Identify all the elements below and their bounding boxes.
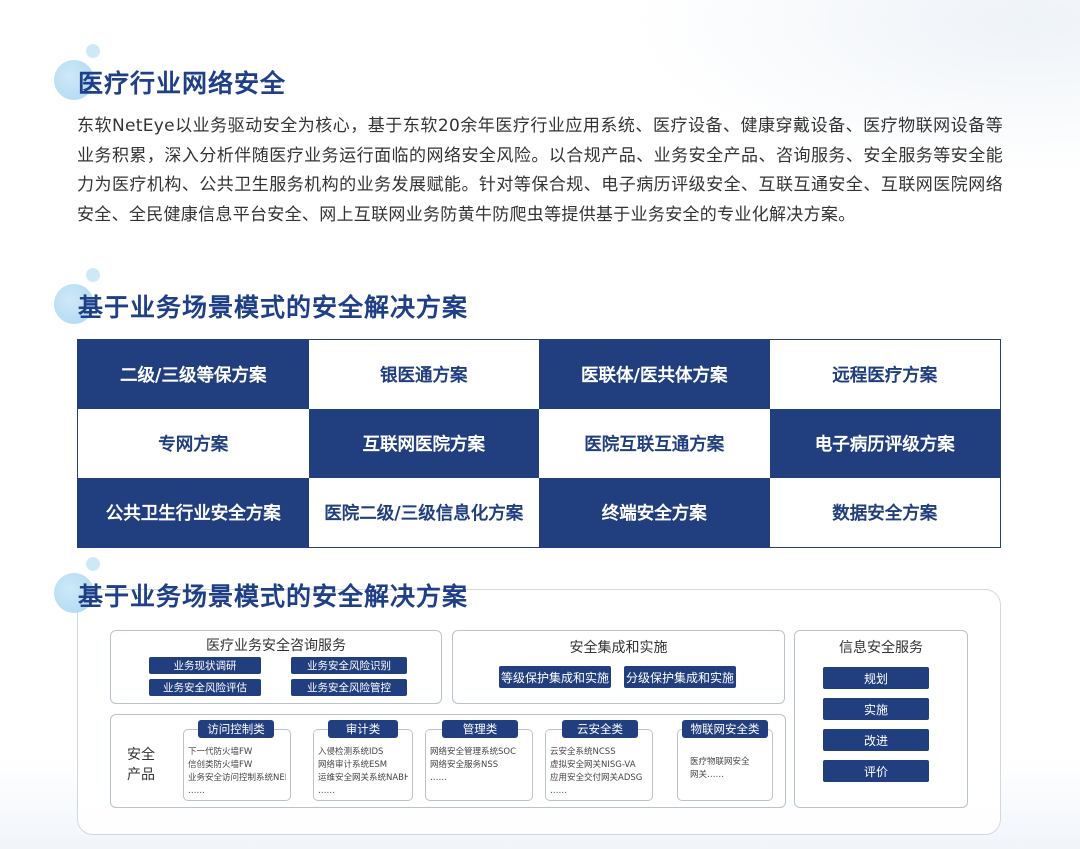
heading-bubble-small xyxy=(86,557,100,571)
solution-cell: 终端安全方案 xyxy=(539,478,770,547)
consulting-item: 业务安全风险识别 xyxy=(291,657,407,674)
background-decoration xyxy=(560,0,1080,200)
heading-bubble xyxy=(54,60,94,100)
intro-paragraph: 东软NetEye以业务驱动安全为核心，基于东软20余年医疗行业应用系统、医疗设备… xyxy=(77,116,1003,225)
solution-cell: 公共卫生行业安全方案 xyxy=(78,478,309,547)
info-service-item: 评价 xyxy=(823,760,929,782)
integration-title: 安全集成和实施 xyxy=(569,640,668,656)
solution-cell: 电子病历评级方案 xyxy=(769,409,1000,478)
product-group-tag: 访问控制类 xyxy=(198,720,274,738)
consulting-item: 业务安全风险评估 xyxy=(149,679,261,696)
heading-bubble xyxy=(54,284,94,324)
product-line: …… xyxy=(550,786,567,796)
section-title: 基于业务场景模式的安全解决方案 xyxy=(78,293,469,322)
consulting-title: 医疗业务安全咨询服务 xyxy=(206,638,346,654)
integration-item: 分级保护集成和实施 xyxy=(624,666,736,688)
product-group-list: 医疗物联网安全 网关…… xyxy=(678,756,772,782)
integration-item: 等级保护集成和实施 xyxy=(499,666,611,688)
product-group-list: 入侵检测系统IDS 网络审计系统ESM 运维安全网关系统NABH …… xyxy=(314,746,412,798)
info-service-box: 信息安全服务 规划 实施 改进 评价 xyxy=(794,630,968,808)
solution-cell: 互联网医院方案 xyxy=(308,409,539,478)
product-line: 网络审计系统ESM xyxy=(318,760,388,770)
info-service-item: 规划 xyxy=(823,667,929,689)
product-group: 访问控制类 下一代防火墙FW 信创类防火墙FW 业务安全访问控制系统NEBS …… xyxy=(183,720,291,801)
solution-cell: 医院二级/三级信息化方案 xyxy=(308,478,539,547)
product-line: 入侵检测系统IDS xyxy=(318,747,384,757)
product-line: …… xyxy=(188,786,205,796)
product-line: 下一代防火墙FW xyxy=(188,747,253,757)
product-line: 医疗物联网安全 xyxy=(690,757,750,767)
solution-cell: 二级/三级等保方案 xyxy=(78,340,309,409)
services-panel: 医疗业务安全咨询服务 业务现状调研 业务安全风险识别 业务安全风险评估 业务安全… xyxy=(77,589,1001,835)
product-line: 应用安全交付网关ADSG xyxy=(550,773,643,783)
product-line: 网络安全管理系统SOC xyxy=(430,747,517,757)
product-line: …… xyxy=(430,773,447,783)
product-group-list: 下一代防火墙FW 信创类防火墙FW 业务安全访问控制系统NEBS …… xyxy=(184,746,290,798)
consulting-box: 医疗业务安全咨询服务 业务现状调研 业务安全风险识别 业务安全风险评估 业务安全… xyxy=(110,630,442,704)
product-group: 云安全类 云安全系统NCSS 虚拟安全网关NISG-VA 应用安全交付网关ADS… xyxy=(545,720,653,801)
heading-bubble-small xyxy=(86,268,100,282)
consulting-item: 业务现状调研 xyxy=(149,657,261,674)
products-box: 安全 产品 访问控制类 下一代防火墙FW 信创类防火墙FW 业务安全访问控制系统… xyxy=(110,714,786,808)
product-group-list: 网络安全管理系统SOC 网络安全服务NSS …… xyxy=(426,746,532,785)
product-line: 网络安全服务NSS xyxy=(430,760,499,770)
solution-cell: 专网方案 xyxy=(78,409,309,478)
product-group-tag: 管理类 xyxy=(442,720,518,738)
product-line: 虚拟安全网关NISG-VA xyxy=(550,760,636,770)
product-line: …… xyxy=(318,786,335,796)
solution-cell: 数据安全方案 xyxy=(769,478,1000,547)
info-service-item: 实施 xyxy=(823,698,929,720)
product-line: 业务安全访问控制系统NEBS xyxy=(188,773,286,783)
product-group: 审计类 入侵检测系统IDS 网络审计系统ESM 运维安全网关系统NABH …… xyxy=(313,720,413,801)
product-line: 运维安全网关系统NABH xyxy=(318,773,408,783)
solution-cell: 远程医疗方案 xyxy=(769,340,1000,409)
info-service-title: 信息安全服务 xyxy=(839,640,923,656)
product-group-tag: 审计类 xyxy=(328,720,398,738)
solution-grid: 二级/三级等保方案 银医通方案 医联体/医共体方案 远程医疗方案 专网方案 互联… xyxy=(77,339,1001,548)
product-line: 信创类防火墙FW xyxy=(188,760,253,770)
section-title: 基于业务场景模式的安全解决方案 xyxy=(78,582,469,611)
solution-cell: 银医通方案 xyxy=(308,340,539,409)
solution-cell: 医院互联互通方案 xyxy=(539,409,770,478)
info-service-item: 改进 xyxy=(823,729,929,751)
heading-bubble-small xyxy=(86,44,100,58)
consulting-item: 业务安全风险管控 xyxy=(291,679,407,696)
product-group-tag: 物联网安全类 xyxy=(682,720,768,738)
solution-cell: 医联体/医共体方案 xyxy=(539,340,770,409)
heading-bubble xyxy=(54,573,94,613)
integration-box: 安全集成和实施 等级保护集成和实施 分级保护集成和实施 xyxy=(452,630,785,704)
product-group-list: 云安全系统NCSS 虚拟安全网关NISG-VA 应用安全交付网关ADSG …… xyxy=(546,746,652,798)
products-label-line: 安全 xyxy=(127,747,155,763)
product-group: 管理类 网络安全管理系统SOC 网络安全服务NSS …… xyxy=(425,720,533,801)
section-title: 医疗行业网络安全 xyxy=(78,69,287,98)
products-label-line: 产品 xyxy=(127,767,155,783)
products-label: 安全 产品 xyxy=(127,745,155,785)
product-line: 云安全系统NCSS xyxy=(550,747,616,757)
product-line: 网关…… xyxy=(690,770,725,780)
product-group-tag: 云安全类 xyxy=(562,720,638,738)
product-group: 物联网安全类 医疗物联网安全 网关…… xyxy=(677,720,773,801)
